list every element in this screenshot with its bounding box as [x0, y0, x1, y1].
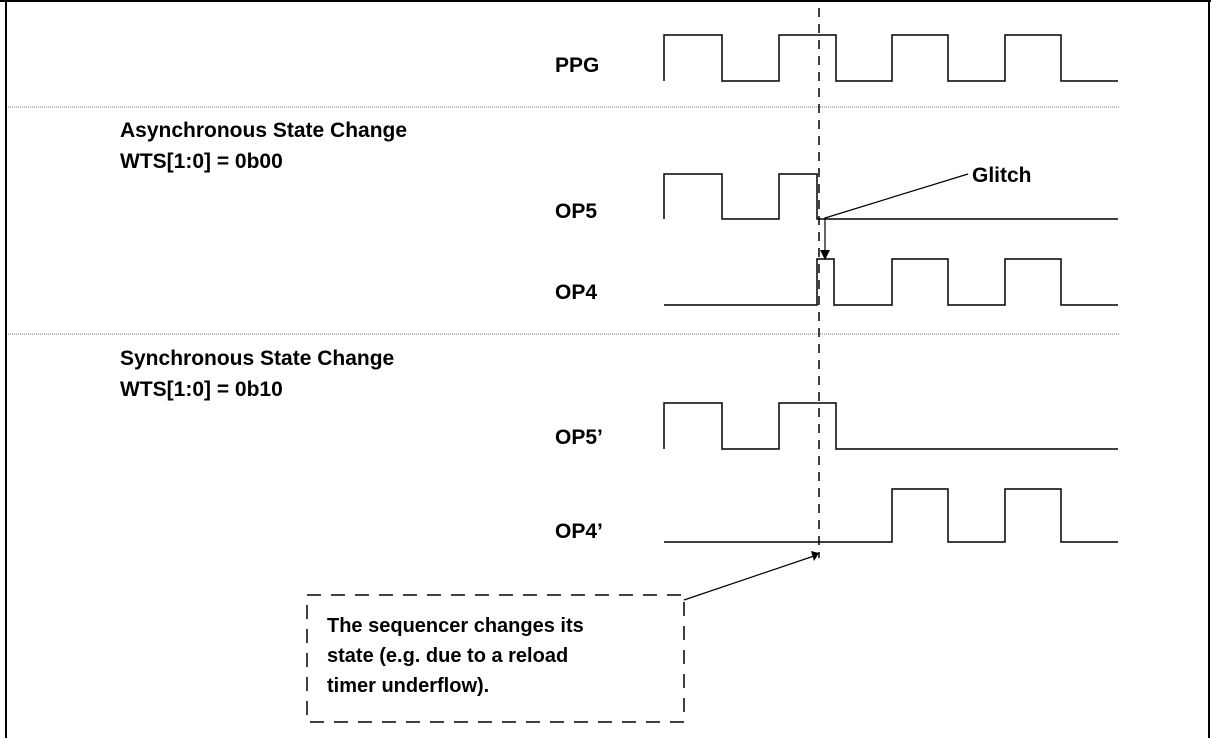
note-line-3: timer underflow). — [327, 675, 489, 697]
waveform-op5-prime — [663, 402, 1118, 450]
sync-section-setting: WTS[1:0] = 0b10 — [120, 378, 283, 401]
glitch-label: Glitch — [972, 164, 1032, 187]
waveform-op5 — [663, 173, 1118, 220]
note-leader-line — [683, 555, 815, 601]
signal-label-op4-prime: OP4’ — [555, 520, 603, 543]
glitch-arrowhead — [820, 250, 830, 260]
glitch-leader-line — [824, 173, 969, 252]
note-line-1: The sequencer changes its — [327, 615, 584, 637]
signal-label-ppg: PPG — [555, 54, 599, 77]
note-box — [306, 594, 685, 723]
waveform-op4 — [664, 258, 1118, 306]
waveform-ppg — [663, 34, 1118, 82]
signal-label-op5-prime: OP5’ — [555, 426, 603, 449]
signal-label-op5: OP5 — [555, 200, 597, 223]
async-section-setting: WTS[1:0] = 0b00 — [120, 150, 283, 173]
note-line-2: state (e.g. due to a reload — [327, 645, 568, 667]
waveform-op4-prime — [664, 488, 1118, 543]
async-section-title: Asynchronous State Change — [120, 119, 407, 142]
signal-label-op4: OP4 — [555, 281, 597, 304]
note-arrowhead — [811, 551, 819, 561]
sync-section-title: Synchronous State Change — [120, 347, 394, 370]
